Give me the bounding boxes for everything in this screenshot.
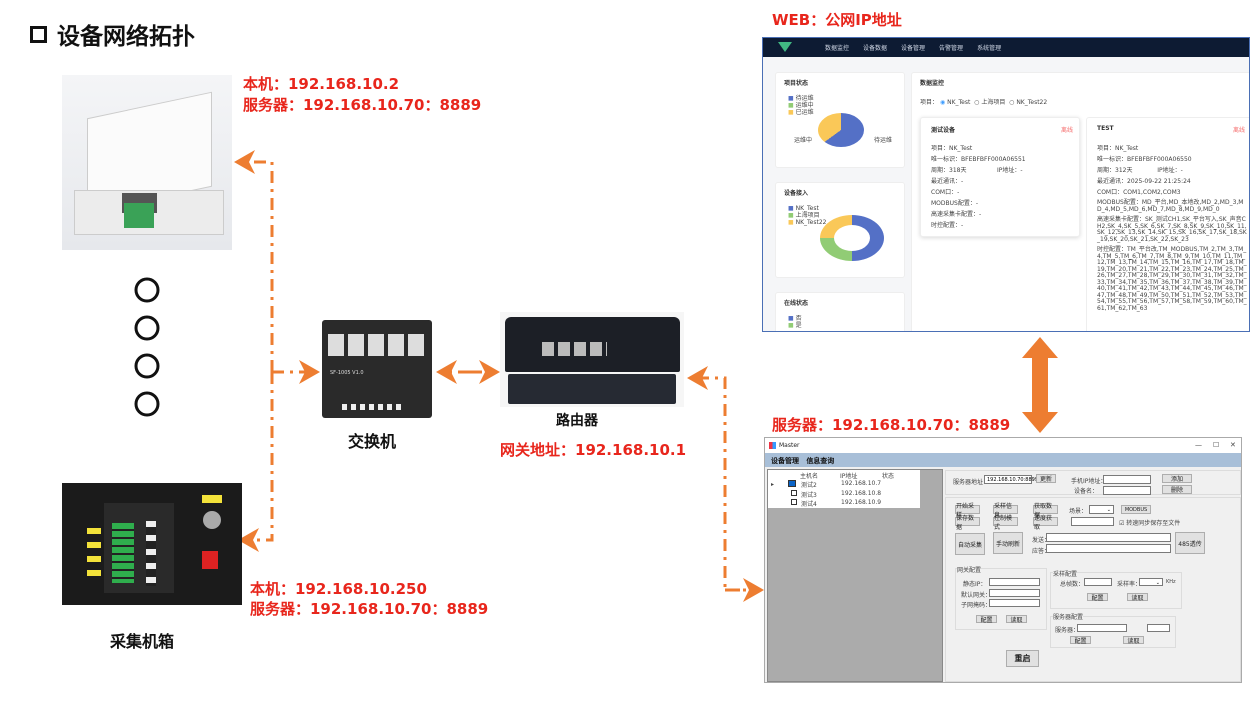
frames-input[interactable] (1084, 578, 1112, 586)
speed-get-button[interactable]: 速度获取 (1033, 515, 1058, 531)
logo-icon (778, 42, 792, 52)
more-devices-circles (134, 277, 160, 417)
checkbox-square-icon (30, 25, 47, 43)
delete-button[interactable]: 删除 (1162, 485, 1192, 494)
device-name-input[interactable] (1103, 486, 1151, 495)
static-ip-input[interactable] (989, 578, 1040, 586)
device2-image (62, 483, 242, 605)
server-address-input[interactable]: 192.168.10.70:8899 (984, 475, 1038, 484)
link-device1 (234, 150, 274, 372)
master-window: Master — ☐ ✕ 设备管理 信息查询 主机名 IP地址 状态 ▸ 测试2… (764, 437, 1242, 683)
nav-item[interactable]: 系统管理 (977, 45, 1002, 52)
rs485-button[interactable]: 485透传 (1175, 532, 1205, 554)
nav-item[interactable]: 告警管理 (939, 45, 964, 52)
srv-read-button[interactable]: 读取 (1123, 636, 1144, 645)
gw-read-button[interactable]: 读取 (1006, 615, 1027, 624)
rate-select[interactable]: ⌄ (1139, 578, 1163, 586)
close-button[interactable]: ✕ (1230, 441, 1236, 449)
gw-config-button[interactable]: 配置 (976, 615, 997, 624)
menu-item[interactable]: 设备管理 (771, 457, 799, 465)
nav-item[interactable]: 设备管理 (901, 45, 926, 52)
router-image (500, 312, 684, 407)
restart-button[interactable]: 重启 (1006, 650, 1039, 667)
menu-item[interactable]: 信息查询 (806, 457, 835, 465)
page-title: 设备网络拓扑 (30, 17, 195, 51)
control-mode-button[interactable]: 控制模式 (993, 515, 1018, 531)
web-navbar: 数据监控 设备数据 设备管理 告警管理 系统管理 (763, 38, 1249, 57)
nav-item[interactable]: 设备数据 (863, 45, 888, 52)
manual-refresh-button[interactable]: 手动刷新 (993, 532, 1023, 554)
app-icon (769, 442, 776, 449)
scene-select[interactable]: ⌄ (1089, 505, 1114, 514)
add-button[interactable]: 添加 (1162, 474, 1192, 483)
maximize-button[interactable]: ☐ (1213, 441, 1220, 449)
double-arrow (1022, 337, 1058, 433)
send-input[interactable] (1046, 533, 1171, 542)
donut-chart (820, 215, 884, 261)
port-input[interactable] (1147, 624, 1170, 632)
mask-input[interactable] (989, 599, 1040, 607)
server-input[interactable] (1077, 624, 1127, 632)
sample-read-button[interactable]: 读取 (1127, 593, 1148, 602)
sample-config-button[interactable]: 配置 (1087, 593, 1108, 602)
pie-chart (818, 113, 864, 147)
reply-input[interactable] (1046, 544, 1171, 553)
link-device2 (238, 372, 274, 552)
minimize-button[interactable]: — (1195, 441, 1202, 449)
link-router-master (687, 366, 740, 592)
save-data-button[interactable]: 保存数据 (955, 515, 980, 531)
device1-image (62, 75, 232, 250)
web-screenshot: 数据监控设备数据设备管理告警管理系统管理 项目状态 ■ 待运维■ 运维中■ 已运… (762, 37, 1250, 332)
switch-image: SF-1005 V1.0 (322, 320, 432, 418)
sync-checkbox[interactable]: ☑ 转速同步保存至文件 (1119, 520, 1181, 527)
gateway-input[interactable] (989, 589, 1040, 597)
nav-item[interactable]: 数据监控 (825, 45, 850, 52)
speed-input[interactable] (1071, 517, 1114, 526)
update-button[interactable]: 更新 (1036, 474, 1056, 483)
modbus-button[interactable]: MODBUS (1121, 505, 1151, 514)
phone-ip-input[interactable] (1103, 475, 1151, 484)
auto-collect-button[interactable]: 自动采集 (955, 533, 985, 555)
srv-config-button[interactable]: 配置 (1070, 636, 1091, 645)
